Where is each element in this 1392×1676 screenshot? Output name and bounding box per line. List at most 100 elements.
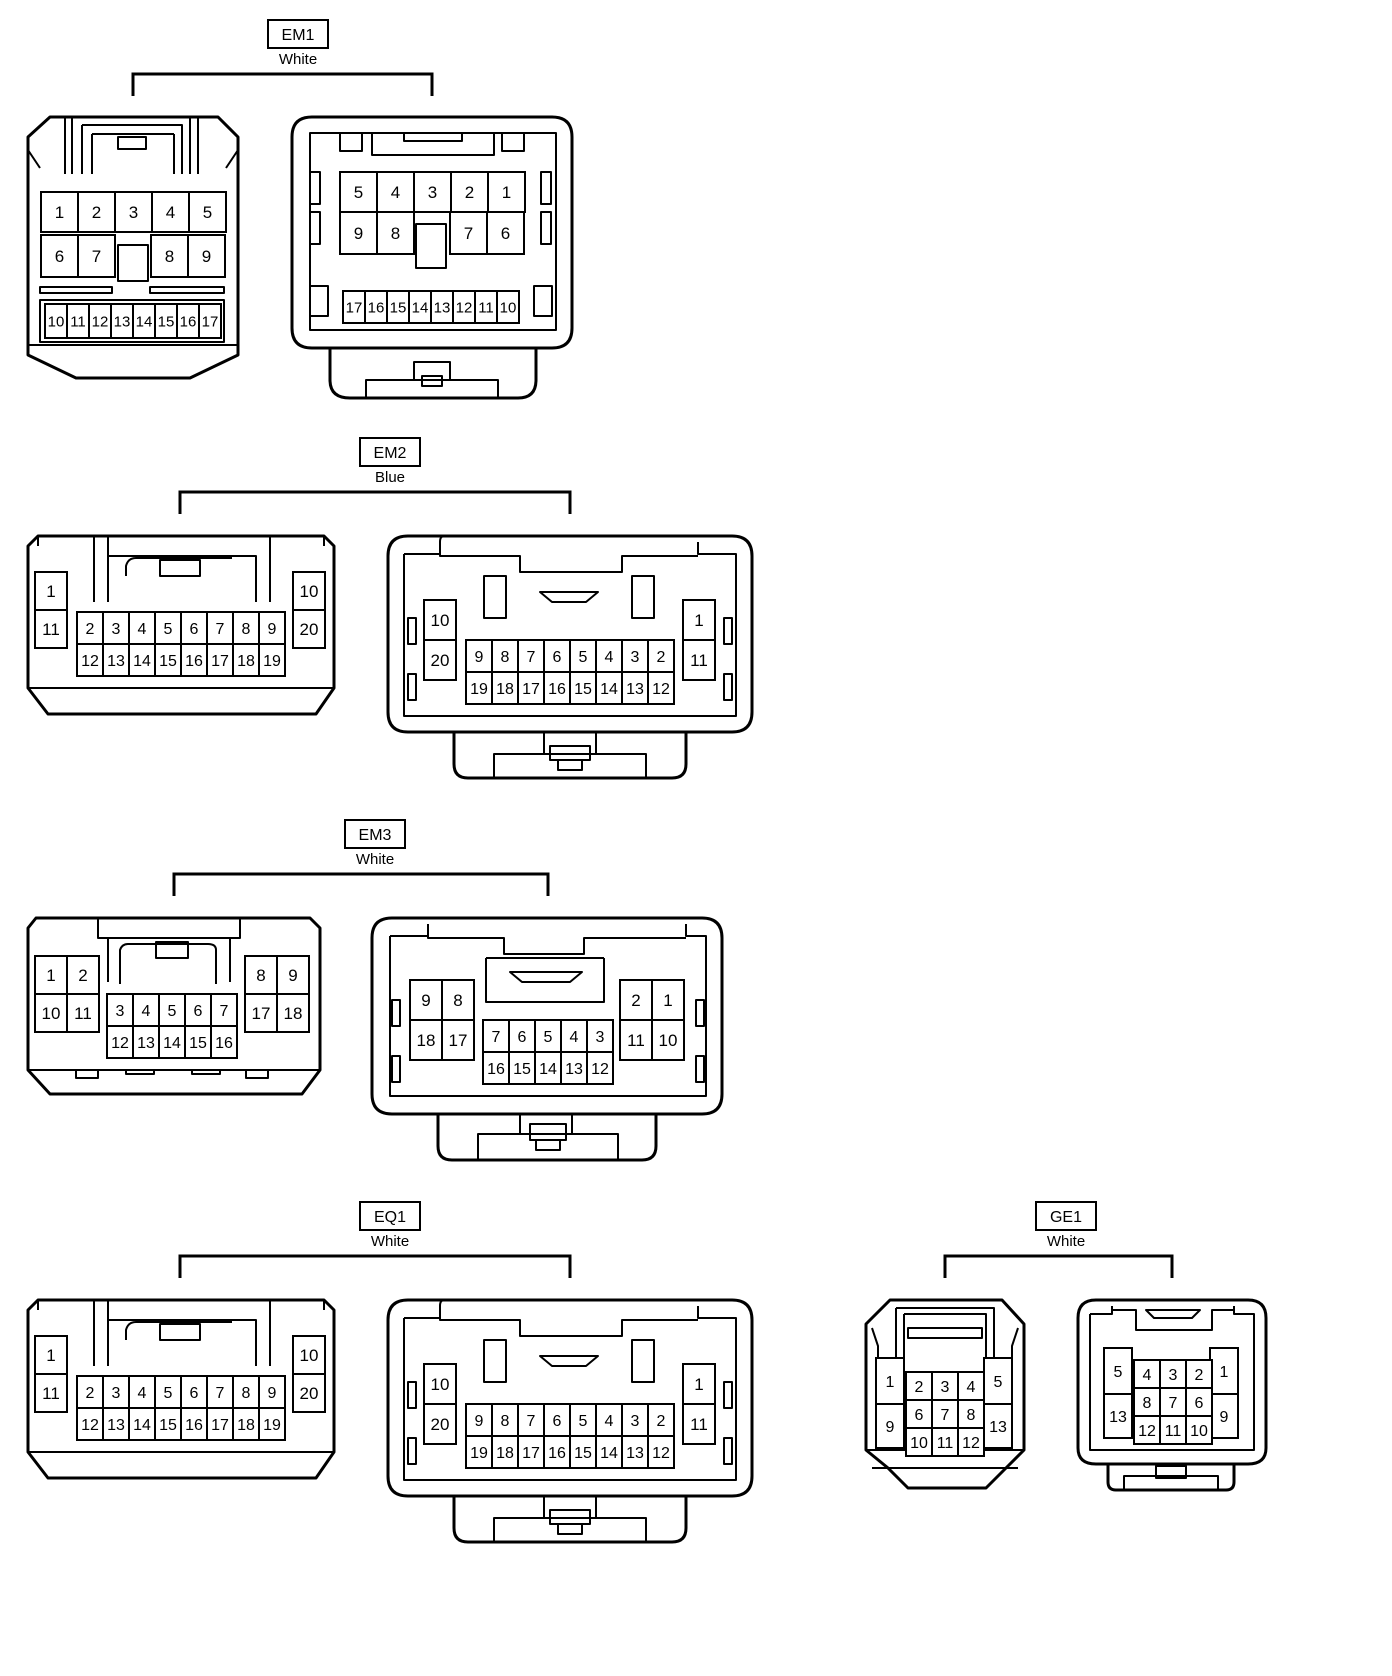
pin-cell: 5 [339,171,378,213]
pin-number: 6 [55,247,64,266]
pin-cell: 13 [1103,1393,1133,1439]
pin-box [517,639,545,673]
connector-bracket [178,490,572,514]
pin-number: 10 [48,313,65,330]
pin-cell: 16 [180,643,208,677]
ge1-female-housing [1076,1298,1268,1466]
pin-number: 14 [133,653,151,670]
pin-box [77,234,116,278]
pin-number: 11 [478,299,494,316]
pin-number: 8 [391,224,400,243]
pin-cell: 4 [128,1375,156,1409]
em1-female-housing [290,115,574,350]
pin-box [154,643,182,677]
pin-number: 9 [268,1385,277,1402]
pin-cell: 10 [292,571,326,611]
pin-number: 19 [470,681,488,698]
em1-female-side-r1 [540,171,552,205]
pin-cell: 2 [76,611,104,645]
pin-number: 8 [501,1413,510,1430]
pin-number: 7 [492,1029,501,1046]
pin-number: 5 [1114,1364,1123,1381]
female-side-l2 [407,1437,417,1465]
pin-number: 8 [453,991,462,1010]
pin-number: 18 [417,1031,436,1050]
pin-cell: 5 [1103,1347,1133,1395]
pin-number: 12 [591,1061,609,1078]
pin-cell: 17 [441,1019,475,1061]
pin-number: 1 [46,966,55,985]
pin-number: 16 [180,313,197,330]
pin-cell: 6 [543,1403,571,1437]
pin-cell: 12 [647,671,675,705]
pin-cell: 13 [102,1407,130,1441]
connector-bracket [178,1254,572,1278]
female-lock-housing [452,732,688,780]
pin-cell: 15 [386,290,410,324]
pin-number: 19 [470,1445,488,1462]
pin-cell: 7 [206,1375,234,1409]
pin-number: 1 [55,203,64,222]
pin-box [206,643,234,677]
pin-number: 18 [496,1445,514,1462]
pin-box [465,639,493,673]
pin-number: 1 [663,991,672,1010]
pin-box [276,993,310,1033]
pin-number: 7 [216,1385,225,1402]
em3-female-side-r1 [695,999,705,1027]
pin-cell: 12 [88,303,112,339]
em3-female-side-r2 [695,1055,705,1083]
pin-cell: 7 [449,211,488,255]
pin-box [1159,1415,1187,1445]
pin-number: 3 [112,621,121,638]
pin-cell: 9 [339,211,378,255]
pin-cell: 3 [114,191,153,233]
pin-cell: 18 [491,671,519,705]
pin-number: 3 [631,649,640,666]
em3-male-foot-3 [191,1069,221,1075]
em3-male-latch-tab [155,941,189,959]
pin-cell: 7 [517,1403,545,1437]
female-top-notch [439,1306,698,1337]
pin-number: 3 [631,1413,640,1430]
pin-cell: 9 [465,1403,493,1437]
pin-cell: 20 [292,609,326,649]
em3-female-side-l2 [391,1055,401,1083]
pin-cell: 7 [210,993,238,1027]
pin-cell: 10 [34,993,68,1033]
pin-number: 4 [138,621,147,638]
pin-number: 2 [86,1385,95,1402]
pin-number: 13 [1109,1409,1127,1426]
pin-cell: 14 [132,303,156,339]
pin-cell: 6 [905,1399,933,1429]
pin-number: 12 [652,681,670,698]
pin-cell: 18 [491,1435,519,1469]
pin-number: 10 [42,1004,61,1023]
pin-cell: 12 [452,290,476,324]
em3-female-lock-housing [436,1114,658,1162]
pin-number: 10 [500,299,517,316]
pin-cell: 7 [517,639,545,673]
pin-box [1133,1415,1161,1445]
pin-number: 16 [548,681,566,698]
female-side-r2 [723,1437,733,1465]
em1-female-top-notch [371,133,495,156]
em3-male-foot-4 [245,1069,269,1079]
pin-number: 2 [915,1379,924,1396]
pin-cell: 14 [128,1407,156,1441]
pin-number: 16 [185,653,203,670]
pin-box [423,639,457,681]
pin-cell: 16 [364,290,388,324]
pin-cell: 16 [482,1051,510,1085]
pin-box [132,1025,160,1059]
em1-female-side-l1 [309,171,321,205]
pin-number: 4 [391,183,400,202]
pin-cell: 13 [621,671,649,705]
pin-box [496,290,520,324]
pin-number: 13 [107,653,125,670]
pin-cell: 11 [682,639,716,681]
pin-number: 12 [111,1035,129,1052]
pin-cell: 10 [292,1335,326,1375]
